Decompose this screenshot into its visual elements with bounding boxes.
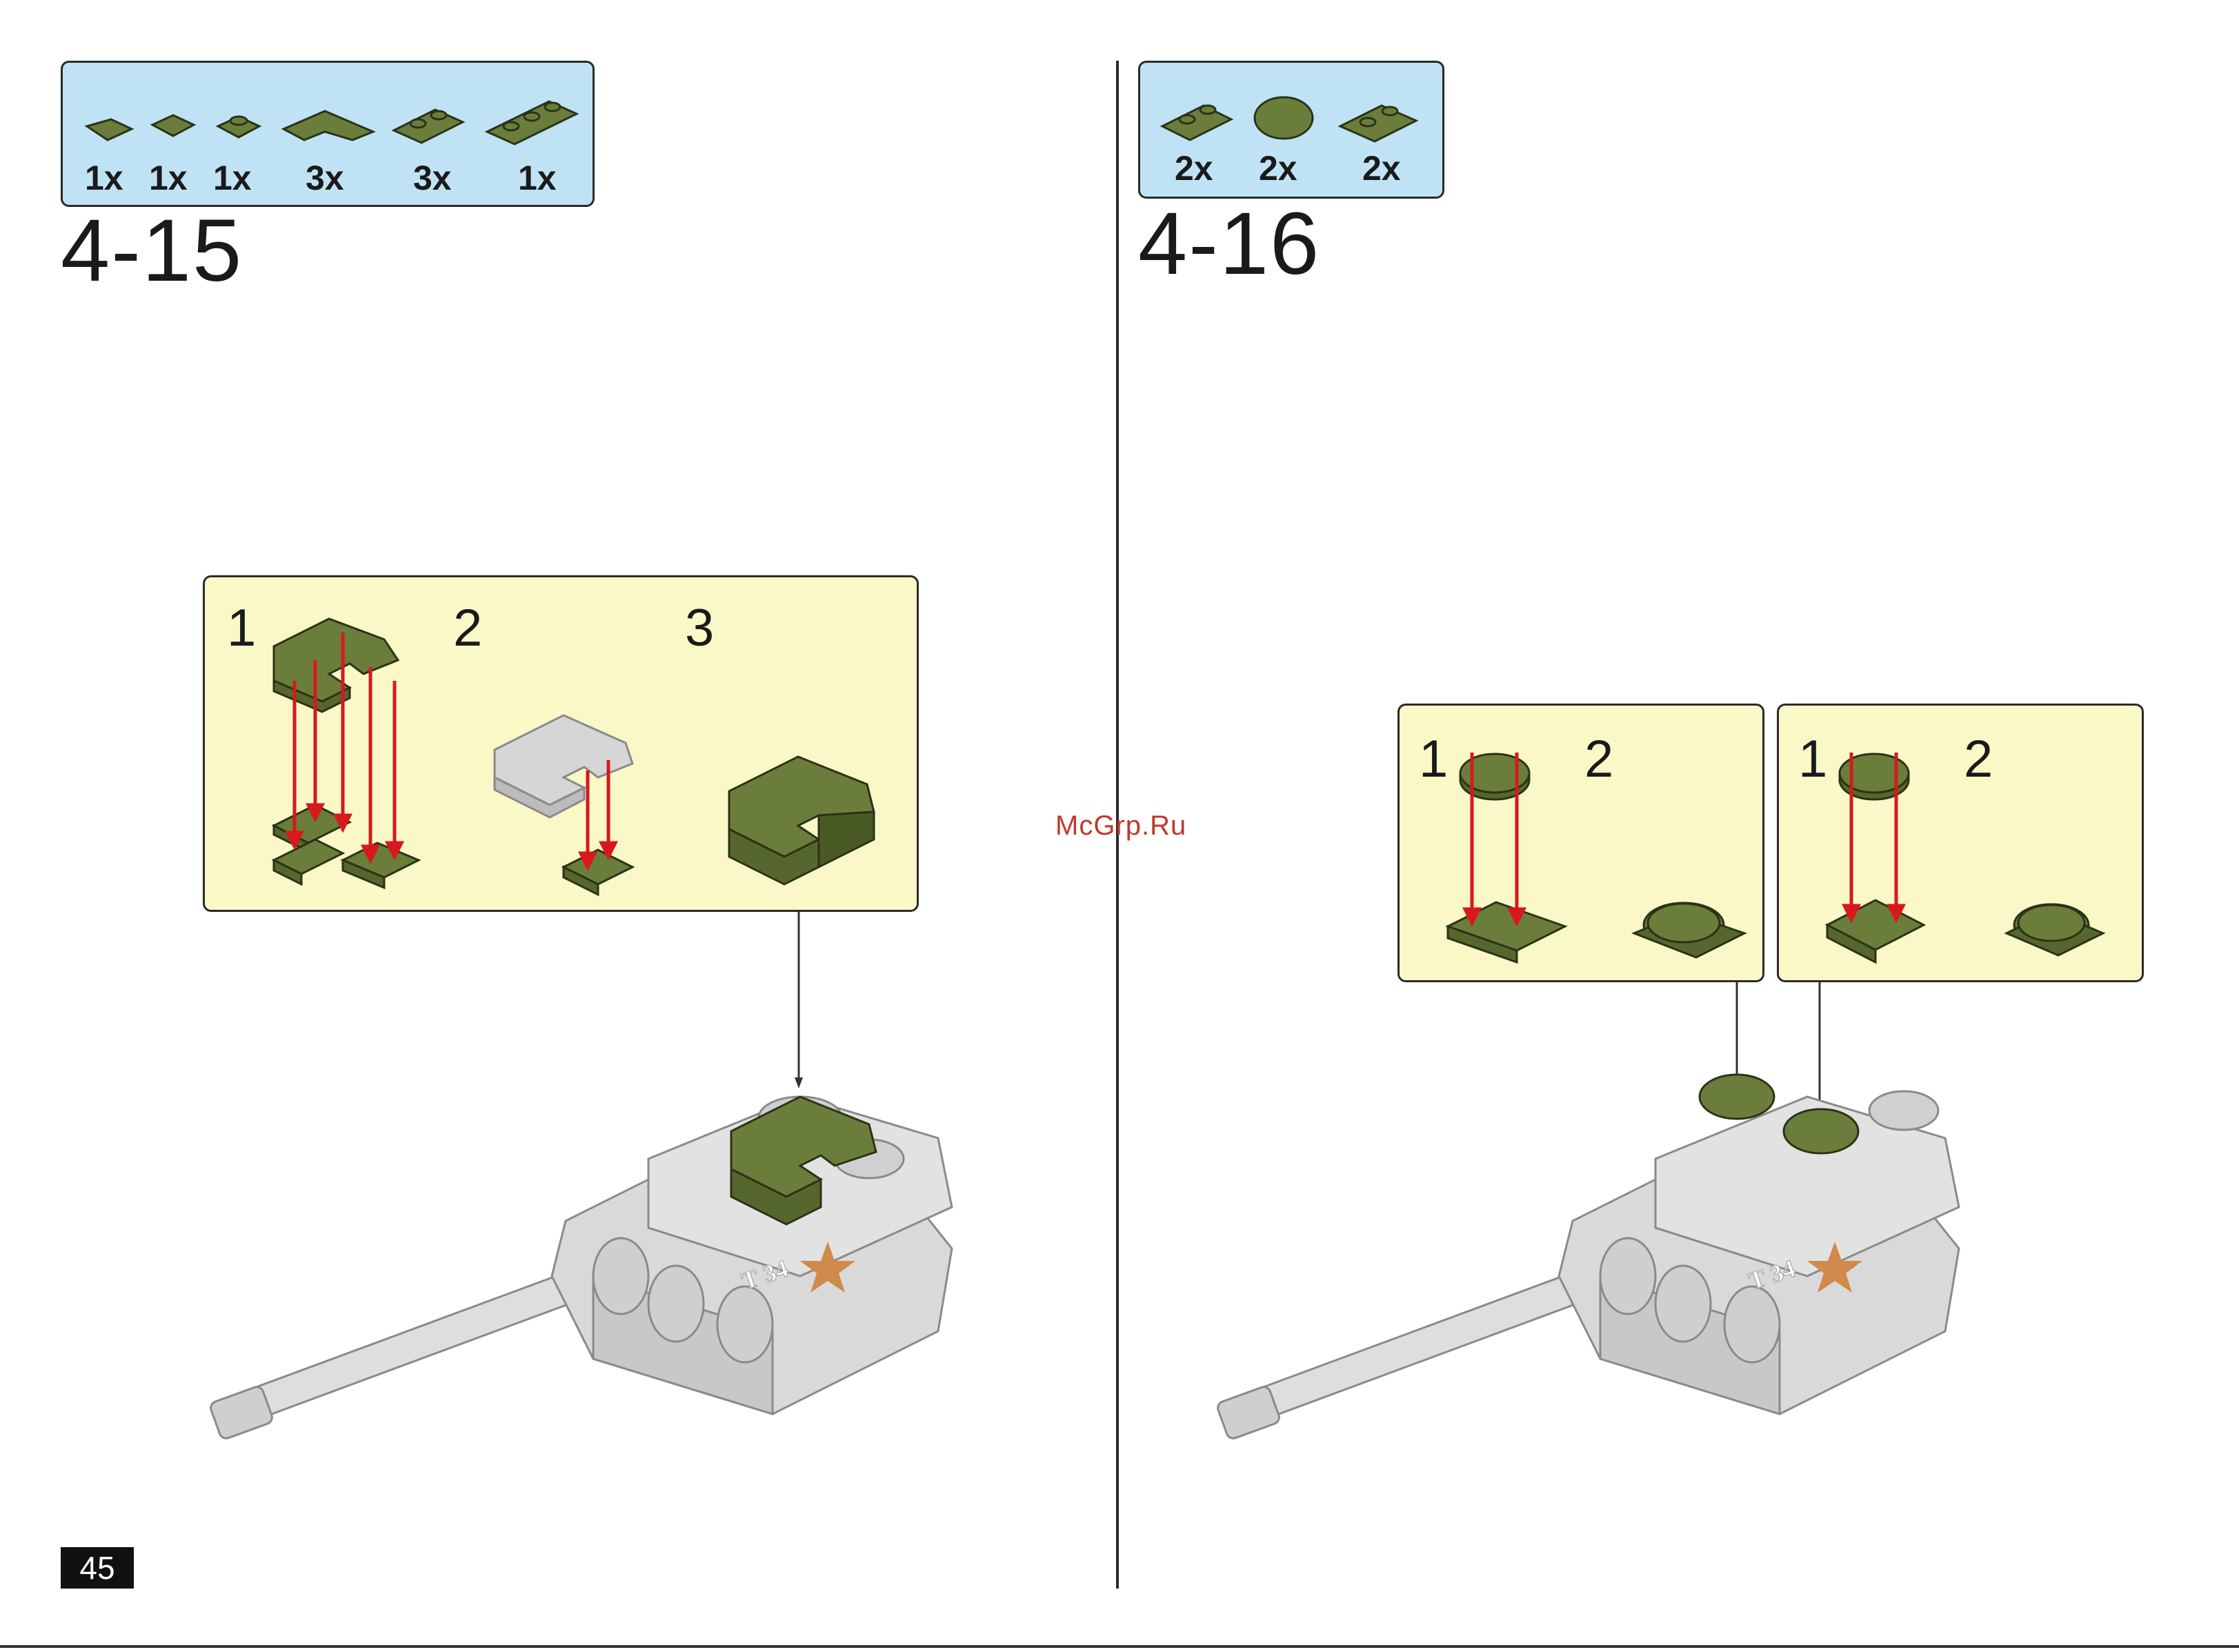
wedge-plate-icon [87, 119, 132, 140]
part-qty: 1x [213, 158, 252, 198]
tank-illustration: T 34 [207, 1000, 966, 1483]
subassembly-illustration [1400, 706, 1767, 984]
tank-barrel [1228, 1262, 1614, 1428]
subassembly-illustration [205, 577, 921, 914]
watermark: McGrp.Ru [1055, 810, 1186, 842]
corner-plate-icon [283, 111, 373, 140]
placed-hatch [1700, 1075, 1774, 1119]
subassembly-callout: 1 2 3 [203, 575, 919, 912]
subassembly-callout: 1 2 [1777, 704, 2144, 982]
parts-list-4-16: 2x 2x 2x [1138, 61, 1444, 199]
parts-list-4-15: 1x 1x 1x 3x 3x 1x [61, 61, 595, 207]
placed-hatch [1784, 1109, 1858, 1153]
subassembly-callout: 1 2 [1397, 704, 1764, 982]
page-number: 45 [61, 1547, 134, 1589]
subassembly-illustration [1779, 706, 2146, 984]
tank-illustration: T 34 [1214, 1000, 1973, 1483]
part-qty: 2x [1175, 148, 1213, 188]
part-qty: 1x [149, 158, 188, 198]
plate-1x1-icon [152, 115, 194, 136]
plate-1x2-icon [1162, 106, 1231, 140]
tank-barrel [221, 1262, 607, 1428]
muzzle-brake [209, 1385, 274, 1440]
part-qty: 3x [413, 158, 452, 198]
part-qty: 2x [1362, 148, 1401, 188]
part-qty: 2x [1259, 148, 1297, 188]
clip-plate-icon [1340, 106, 1416, 141]
round-tile-icon [1255, 97, 1313, 139]
part-qty: 1x [518, 158, 557, 198]
bottom-rule [0, 1645, 2239, 1648]
part-qty: 3x [306, 158, 344, 198]
step-number: 4-15 [61, 207, 243, 295]
part-qty: 1x [85, 158, 123, 198]
step-number: 4-16 [1138, 200, 1320, 288]
plate-1x3-icon [487, 101, 577, 144]
muzzle-brake [1216, 1385, 1281, 1440]
plate-1x2-icon [394, 110, 463, 143]
